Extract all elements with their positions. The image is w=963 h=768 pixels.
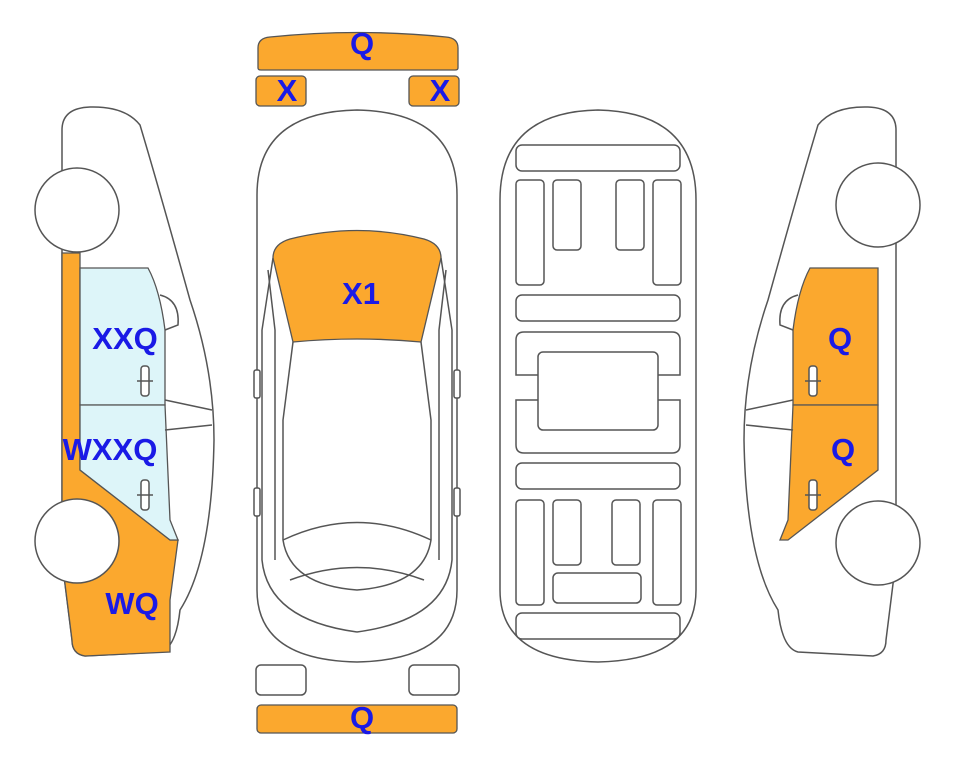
front-right-light-panel[interactable] xyxy=(408,75,460,107)
left-side-view xyxy=(34,106,215,657)
right-rear-door-label: Q xyxy=(831,432,855,467)
bonnet-panel[interactable] xyxy=(272,229,442,343)
left-rear-wheel[interactable] xyxy=(34,498,120,584)
right-front-door-label: Q xyxy=(828,321,852,356)
top-view-car xyxy=(253,109,461,663)
right-rear-wheel[interactable] xyxy=(835,500,921,586)
front-left-light-panel[interactable] xyxy=(255,75,307,107)
right-rear-door-panel[interactable] xyxy=(779,404,879,541)
left-front-wheel[interactable] xyxy=(34,167,120,253)
rear-bumper-label: Q xyxy=(350,700,374,735)
front-right-light-label: X xyxy=(430,73,451,108)
left-rear-door-label: WXXQ xyxy=(63,432,158,467)
underside-view xyxy=(499,109,697,663)
right-front-wheel[interactable] xyxy=(835,162,921,248)
left-rear-door-panel[interactable] xyxy=(79,404,179,541)
left-front-door-label: XXQ xyxy=(92,321,157,356)
front-left-light-label: X xyxy=(277,73,298,108)
right-side-view xyxy=(743,106,921,657)
left-rear-quarter-label: WQ xyxy=(105,586,158,621)
rear-bumper-panel[interactable] xyxy=(256,704,458,734)
bonnet-label: X1 xyxy=(342,276,380,311)
rear-right-light[interactable] xyxy=(408,664,460,696)
front-bumper-label: Q xyxy=(350,26,374,61)
front-bumper-panel[interactable] xyxy=(257,31,459,71)
rear-left-light[interactable] xyxy=(255,664,307,696)
